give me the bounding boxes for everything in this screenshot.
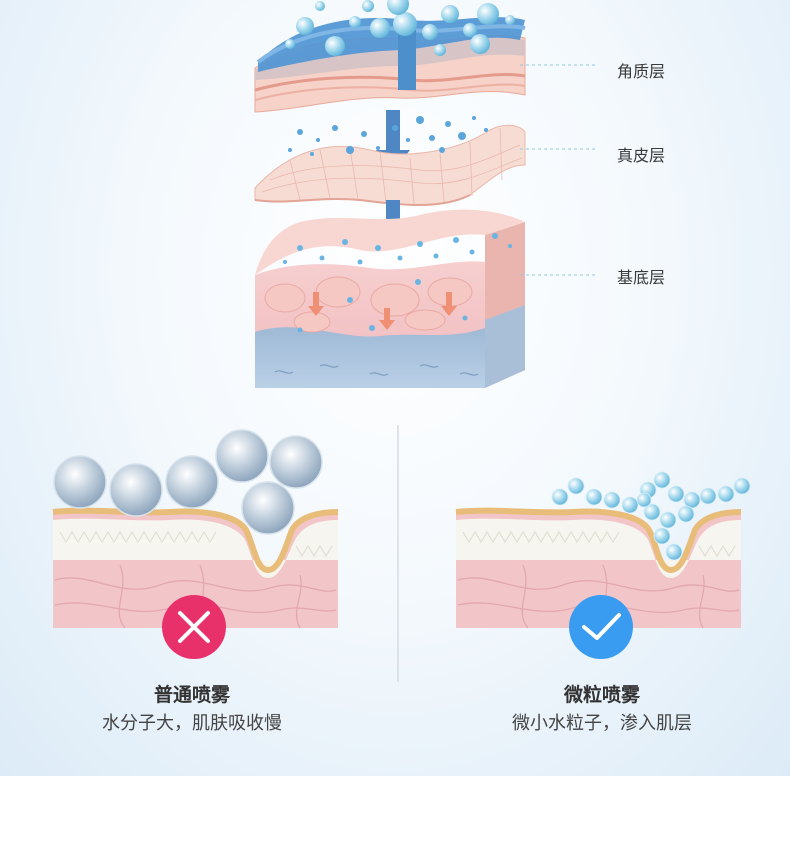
water-particles-mid (288, 116, 488, 156)
right-title: 微粒喷雾 (563, 684, 640, 706)
large-water-molecules (53, 429, 323, 535)
right-skin-diagram (455, 507, 742, 629)
left-title: 普通喷雾 (153, 684, 230, 706)
label-stratum-corneum: 角质层 (617, 62, 666, 81)
right-desc: 微小水粒子，渗入肌层 (512, 713, 692, 734)
label-basal: 基底层 (617, 268, 666, 287)
cross-icon (162, 595, 226, 659)
check-icon (569, 595, 633, 659)
basal-layer (255, 209, 525, 388)
label-dermis: 真皮层 (617, 146, 666, 165)
water-bubbles-top (285, 0, 515, 56)
left-desc: 水分子大，肌肤吸收慢 (102, 713, 282, 734)
dermis-layer (254, 124, 526, 206)
leader-lines (520, 64, 598, 276)
stratum-corneum-layer (254, 17, 526, 113)
micro-water-particles (551, 471, 751, 561)
